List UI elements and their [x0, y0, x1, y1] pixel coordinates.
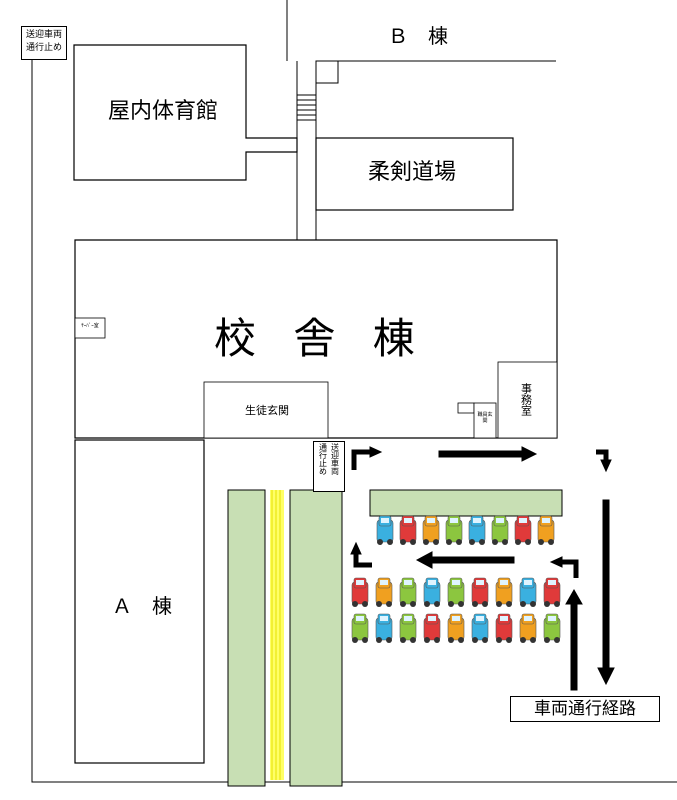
parked-car [351, 613, 369, 643]
server-room-label: ｻｰﾊﾞｰ室 [77, 323, 103, 329]
b-building-label: Ｂ 棟 [388, 24, 448, 48]
parked-car [495, 613, 513, 643]
server-room-label-text: ｻｰﾊﾞｰ室 [81, 323, 99, 329]
parked-car [514, 515, 532, 545]
parked-car [491, 515, 509, 545]
a-building [74, 439, 205, 764]
parked-car [519, 613, 537, 643]
route-legend: 車両通行経路 [510, 696, 660, 722]
parked-car [399, 515, 417, 545]
parked-car [422, 515, 440, 545]
judo-hall-building [315, 137, 514, 211]
parked-car [537, 515, 555, 545]
school-building [74, 239, 558, 439]
parked-car [399, 613, 417, 643]
parked-car [468, 515, 486, 545]
entrance-label: 生徒玄関 [245, 404, 289, 417]
gym-label: 屋内体育館 [108, 99, 219, 124]
parked-car [423, 577, 441, 607]
office-label-text: 事務室 [519, 383, 533, 416]
parked-car [399, 577, 417, 607]
gym-building [73, 44, 298, 181]
a-building-label: Ａ 棟 [112, 594, 172, 618]
green-strip-top [369, 489, 563, 517]
office-label: 事務室 [519, 383, 533, 419]
parked-car [351, 577, 369, 607]
parked-car [543, 577, 561, 607]
no-entry-sign-top-line2: 通行止め [25, 43, 62, 53]
parked-car [471, 613, 489, 643]
parked-car [471, 577, 489, 607]
no-entry-col1: 送迎車両 [330, 443, 340, 475]
no-entry-sign-top: 送迎車両 通行止め [21, 26, 67, 60]
no-entry-col2: 通行止め [318, 443, 328, 475]
green-strip-left [227, 489, 266, 787]
parked-car [495, 577, 513, 607]
judo-hall-label: 柔剣道場 [368, 160, 457, 185]
staff-entrance-label: 職員玄関 [476, 412, 494, 424]
parked-car [447, 613, 465, 643]
no-entry-sign-middle: 送迎車両 通行止め [313, 441, 345, 492]
parked-car [447, 577, 465, 607]
parked-car [375, 577, 393, 607]
parked-car [375, 613, 393, 643]
parked-car [519, 577, 537, 607]
school-building-label: 校 舎 棟 [214, 314, 427, 363]
parked-car [423, 613, 441, 643]
no-entry-sign-top-line1: 送迎車両 [25, 30, 62, 40]
staff-entrance-label-text: 職員玄関 [477, 412, 493, 424]
parked-car [445, 515, 463, 545]
parked-car [376, 515, 394, 545]
parked-car [543, 613, 561, 643]
green-strip-right [289, 489, 343, 787]
